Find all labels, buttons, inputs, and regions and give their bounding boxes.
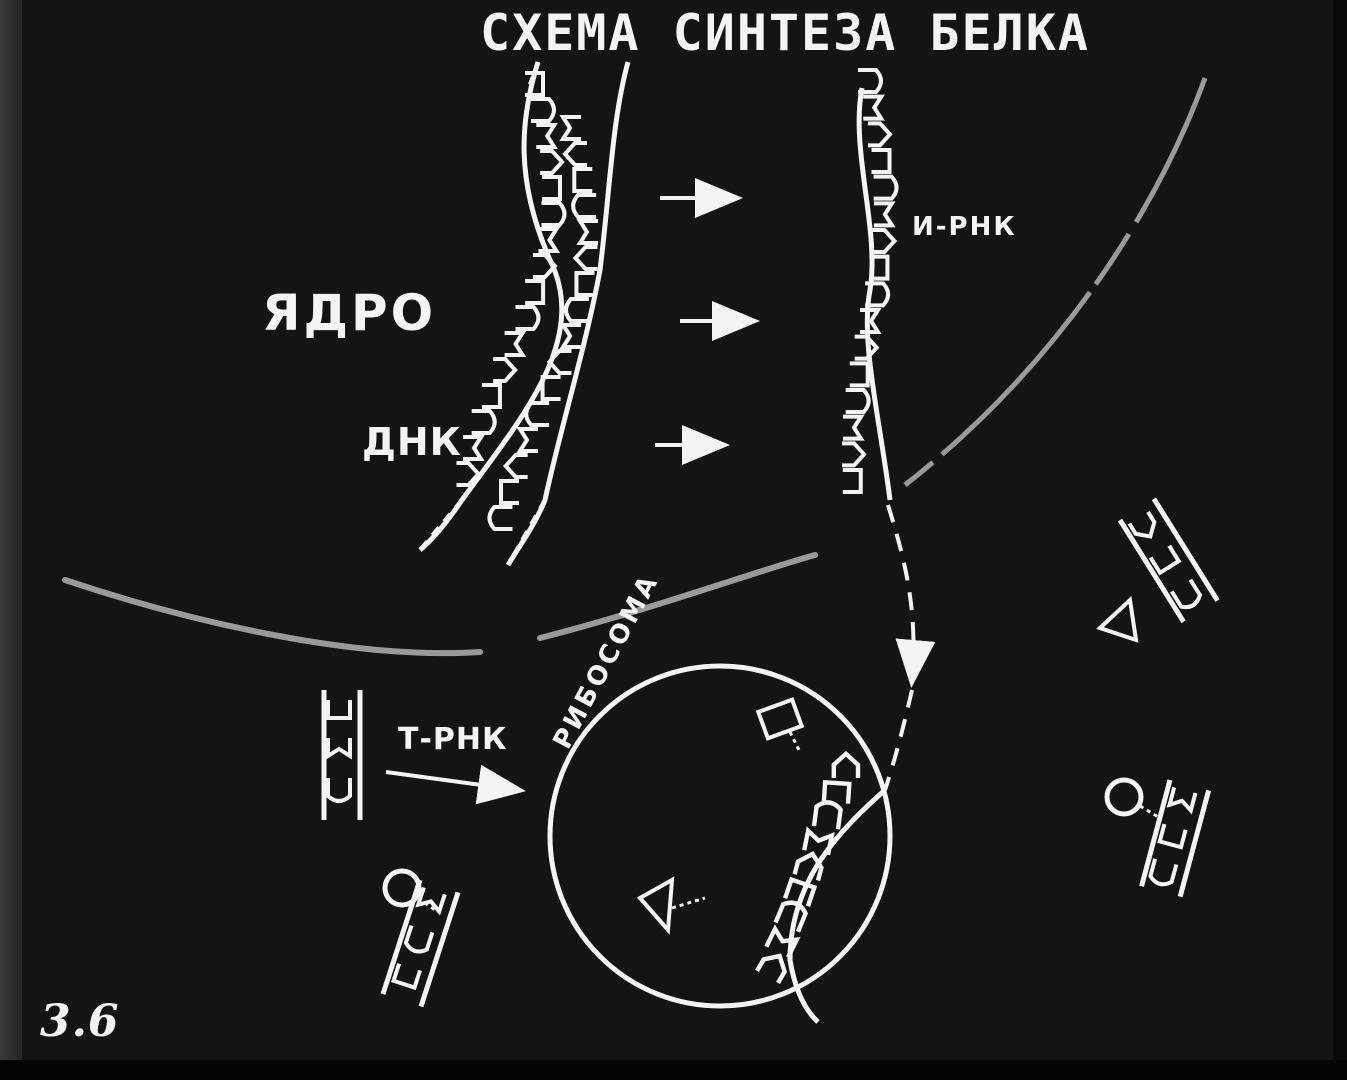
mrna-backbone xyxy=(856,87,893,501)
label-dna: ДНК xyxy=(362,420,462,464)
nucleotide-tab xyxy=(841,414,864,441)
nucleotide-tab xyxy=(871,201,894,228)
nucleotide-tab xyxy=(563,141,590,167)
nucleotide-tab xyxy=(503,453,530,479)
trna-with-amino-acid-lower-right xyxy=(1104,777,1212,898)
nucleotide-tab xyxy=(469,409,497,435)
nucleotide-tab xyxy=(561,115,583,141)
nucleotide-tab xyxy=(479,383,502,409)
label-trna: Т-РНК xyxy=(398,722,508,757)
nucleotide-tab xyxy=(563,297,591,323)
nucleotide-tab xyxy=(538,149,565,175)
label-nucleus: ЯДРО xyxy=(262,284,437,342)
nucleotide-tab xyxy=(814,801,841,829)
nucleotide-tab xyxy=(534,123,557,149)
nucleotide-tab xyxy=(529,97,557,123)
nucleotide-tab xyxy=(523,279,546,305)
nucleotide-tab xyxy=(539,201,567,227)
nucleotide-tab xyxy=(573,245,600,271)
nucleotide-tab xyxy=(870,228,897,254)
nucleotide-tab xyxy=(491,357,518,383)
nucleotide-tab xyxy=(539,175,562,201)
dna-strand xyxy=(418,61,631,567)
mrna-export-arrow xyxy=(886,504,936,688)
nucleotide-tab xyxy=(847,361,870,388)
nucleotide-tab xyxy=(834,754,858,778)
film-edge-bottom xyxy=(0,1060,1347,1080)
ribosome-mrna-backbone xyxy=(787,788,887,1024)
ribosome-codons xyxy=(757,754,858,983)
nucleotide-tab xyxy=(571,193,599,219)
nucleotide-tab xyxy=(861,94,884,121)
trna-molecule-left xyxy=(321,690,363,820)
trna-arrow xyxy=(385,764,526,805)
nucleotide-tab xyxy=(572,167,595,193)
film-edge-right xyxy=(1333,0,1347,1080)
nucleotide-tab xyxy=(517,427,540,453)
nucleotide-tab xyxy=(524,401,552,427)
nucleotide-tab xyxy=(561,323,584,349)
dna-base-pairs xyxy=(454,71,600,531)
nucleotide-tab xyxy=(840,441,867,468)
nucleotide-tab xyxy=(871,174,899,201)
nucleotide-tab xyxy=(843,388,871,414)
nucleotide-tab xyxy=(574,271,597,297)
nucleotide-tab xyxy=(461,435,484,461)
nucleotide-tab xyxy=(577,219,600,245)
film-edge-left xyxy=(0,0,22,1080)
ribosome-amino-acid-chain xyxy=(636,697,805,935)
nucleotide-tab xyxy=(499,479,522,505)
ribosome-circle xyxy=(547,663,893,1009)
nucleotide-tab xyxy=(513,305,541,331)
frame-number: 3.6 xyxy=(40,996,120,1047)
nucleotide-tab xyxy=(869,148,892,174)
nucleotide-tab xyxy=(757,950,790,983)
nucleotide-tab xyxy=(865,121,892,148)
mrna-strand xyxy=(840,68,899,501)
nucleotide-tab xyxy=(840,468,863,494)
nucleotide-tab xyxy=(487,505,515,531)
nuclear-membrane-bottom xyxy=(62,552,818,657)
dna-backbone-left xyxy=(418,61,565,552)
diagram-title: СХЕМА СИНТЕЗА БЕЛКА xyxy=(480,4,1090,62)
nucleotide-tab xyxy=(502,331,525,357)
nucleotide-tab xyxy=(804,831,832,855)
label-mrna: И-РНК xyxy=(912,212,1017,242)
trna-with-amino-acid-lower-left xyxy=(380,868,461,1008)
trna-with-amino-acid-upper-right xyxy=(1096,497,1220,643)
nuclear-membrane-right xyxy=(903,77,1208,487)
